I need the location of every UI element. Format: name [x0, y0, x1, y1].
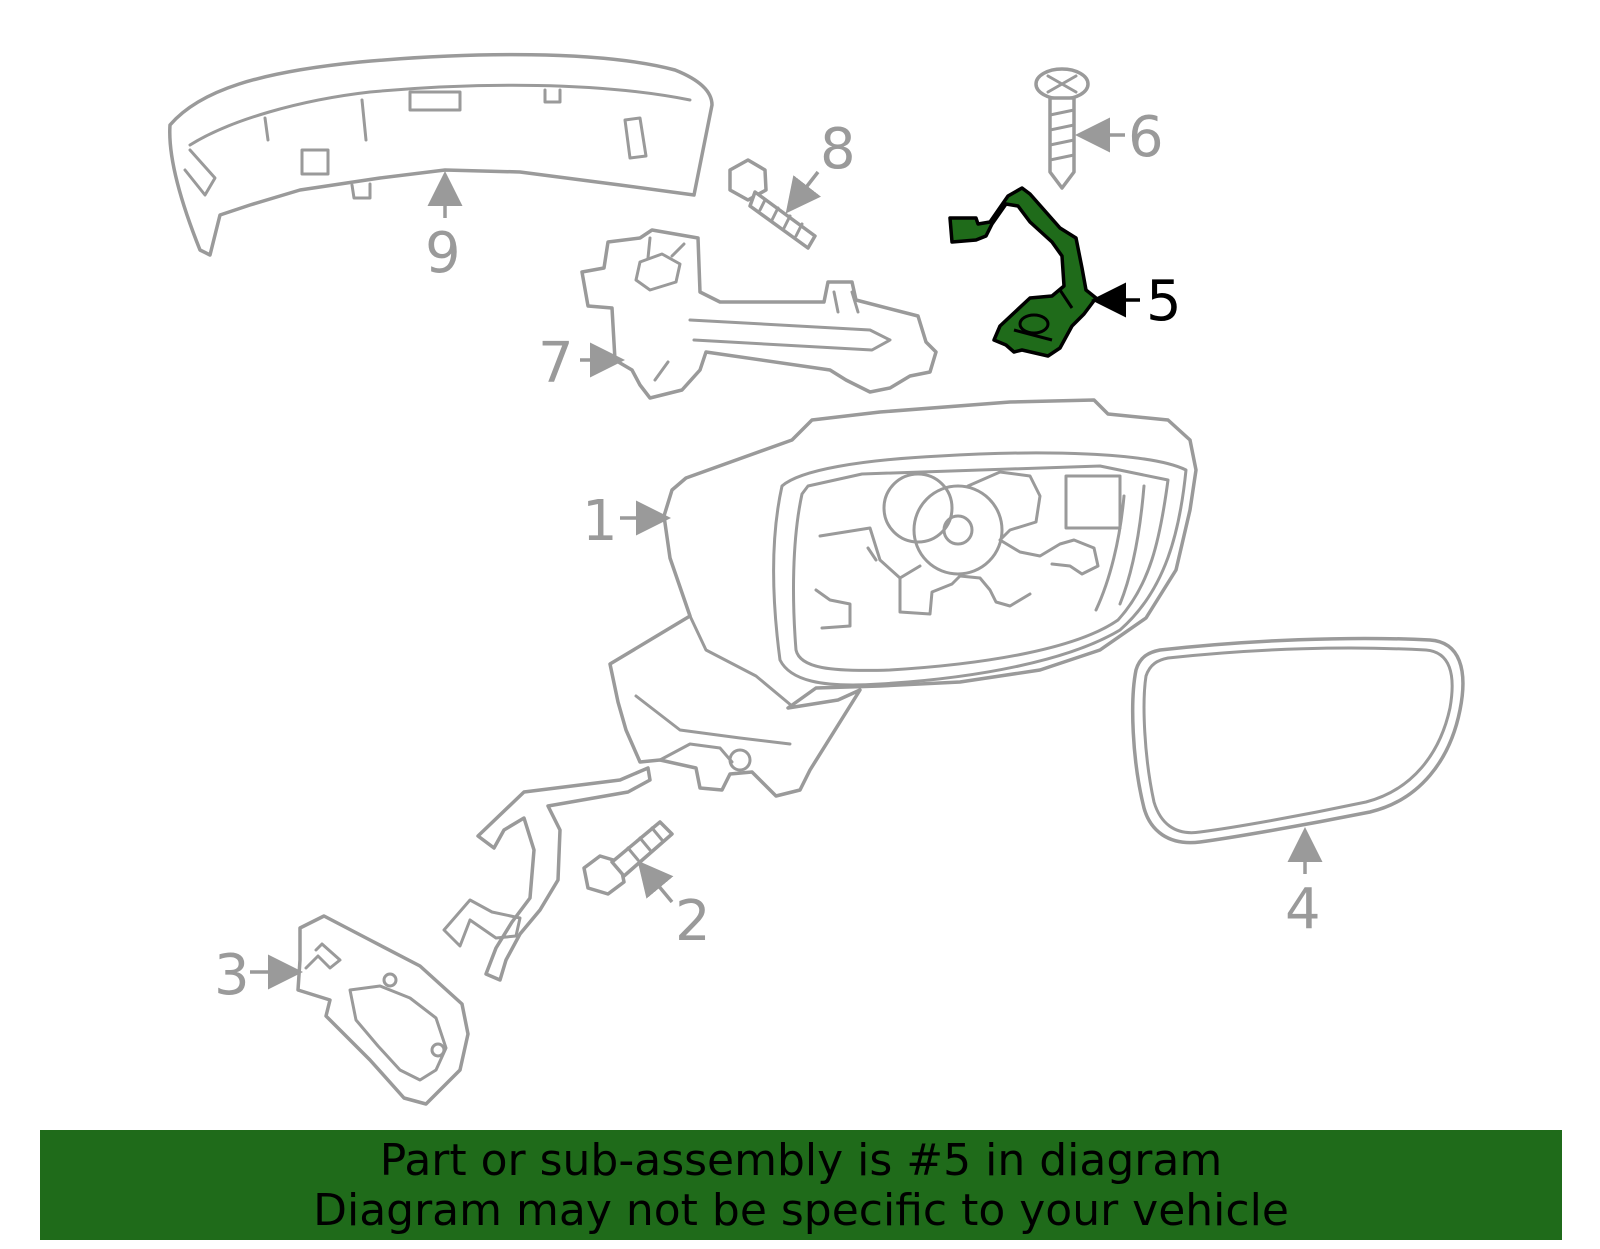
part-5-bracket-highlighted — [948, 186, 1098, 358]
banner-line-2: Diagram may not be specific to your vehi… — [313, 1185, 1289, 1236]
info-banner: Part or sub-assembly is #5 in diagram Di… — [40, 1130, 1562, 1240]
callout-7: 7 — [538, 331, 625, 396]
svg-text:8: 8 — [820, 117, 856, 182]
svg-text:5: 5 — [1146, 269, 1182, 334]
parts-diagram: 9 8 6 5 7 — [168, 52, 1465, 1106]
callout-8: 8 — [785, 117, 856, 214]
svg-text:3: 3 — [214, 943, 250, 1008]
harness-arm — [442, 766, 652, 982]
svg-text:6: 6 — [1128, 105, 1164, 170]
svg-text:9: 9 — [425, 221, 461, 286]
callout-6: 6 — [1075, 105, 1164, 170]
callout-2: 2 — [637, 860, 711, 954]
part-3-base-gasket — [296, 914, 470, 1106]
part-7-actuator — [580, 228, 938, 400]
part-6-screw — [1034, 67, 1090, 190]
svg-text:4: 4 — [1285, 877, 1321, 942]
svg-text:1: 1 — [582, 489, 618, 554]
svg-text:7: 7 — [538, 331, 574, 396]
part-9-mirror-cap — [168, 52, 714, 257]
callout-3: 3 — [214, 943, 303, 1008]
callout-5: 5 — [1091, 269, 1182, 334]
callout-9: 9 — [425, 171, 463, 286]
part-4-mirror-glass — [1130, 636, 1465, 845]
banner-line-1: Part or sub-assembly is #5 in diagram — [379, 1135, 1223, 1186]
callout-4: 4 — [1285, 827, 1323, 942]
part-8-bolt — [728, 158, 817, 250]
part-1-mirror-housing — [608, 398, 1198, 798]
callout-1: 1 — [582, 489, 671, 554]
part-2-bolt — [582, 820, 674, 896]
svg-text:2: 2 — [675, 889, 711, 954]
